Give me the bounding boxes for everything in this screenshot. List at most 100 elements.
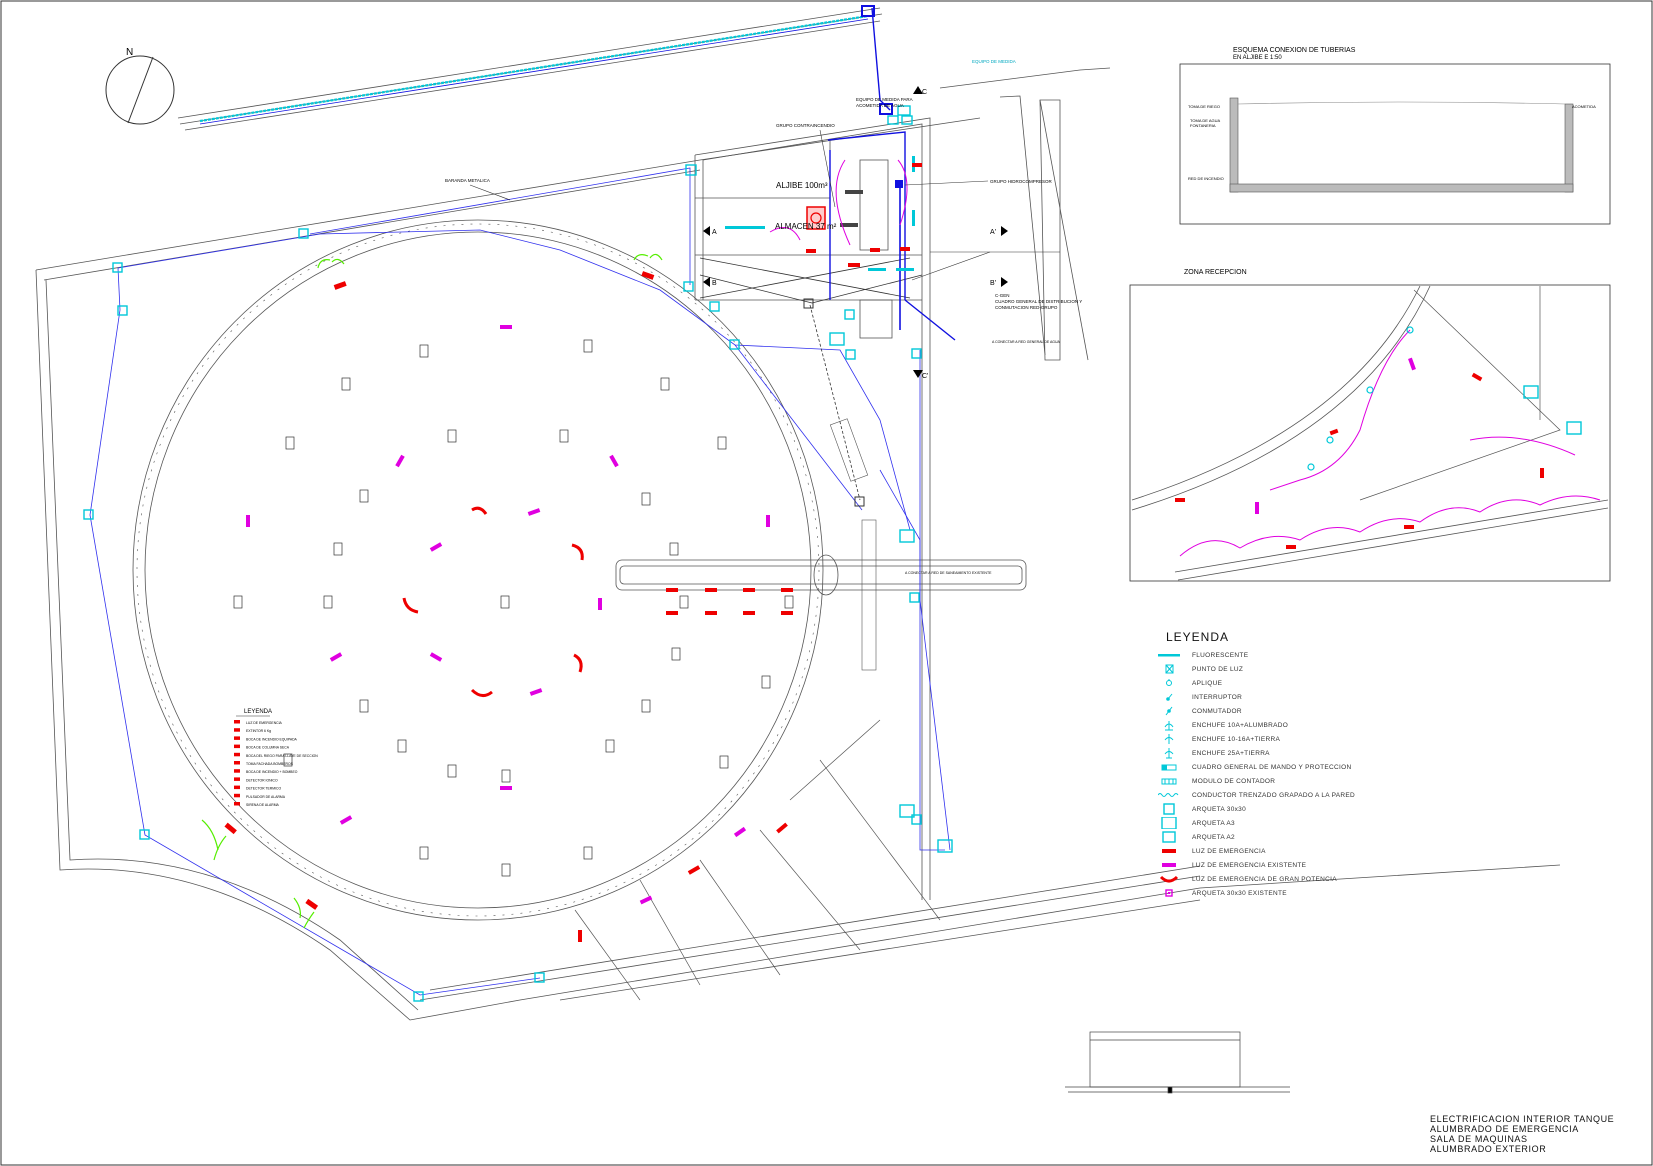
legend-item-label: LUZ DE EMERGENCIA <box>1192 847 1266 855</box>
drawing-title-line: ALUMBRADO DE EMERGENCIA <box>1430 1124 1579 1134</box>
aljibe-label: ALJIBE 100m³ <box>776 181 828 190</box>
plan-legend-item-label: LUZ DE EMERGENCIA <box>246 721 283 725</box>
legend-item-label: ARQUETA 30x30 EXISTENTE <box>1192 889 1287 897</box>
legend-item-label: LUZ DE EMERGENCIA EXISTENTE <box>1192 861 1307 869</box>
site-boundary <box>35 117 1561 1021</box>
plan-legend-item-label: BOCA DEL RIEGO PARA LLAVE DE SECCION <box>246 754 318 758</box>
legend-item: ARQUETA 30x30 <box>1158 802 1418 816</box>
elevation-detail <box>1065 1031 1290 1094</box>
plan-legend-symbol-icon <box>234 728 240 732</box>
fire-pump-group-icon <box>806 206 826 230</box>
stairs <box>829 418 877 671</box>
manhole-30-icon <box>1158 803 1180 815</box>
meter-label-2: ACOMETIDA DE AGUA <box>856 103 904 108</box>
plan-legend-symbol-icon <box>234 736 240 740</box>
plan-legend-symbol-icon <box>234 777 240 781</box>
socket-25a-icon <box>1158 747 1180 759</box>
socket-10a-lighting-icon <box>1158 719 1180 731</box>
svg-text:A: A <box>712 229 717 236</box>
svg-text:TOMA DE AGUA: TOMA DE AGUA <box>1190 118 1220 123</box>
north-perimeter-wall <box>177 7 883 131</box>
plan-legend-title: LEYENDA <box>244 709 272 715</box>
reception-zone-detail: ZONA RECEPCION <box>1129 269 1611 582</box>
manhole-icon <box>685 164 697 176</box>
plan-legend-item-label: DETECTOR IONICO <box>246 778 278 782</box>
existing-emergency-light-icon <box>1158 859 1180 871</box>
plan-legend-item-label: BOCA DE INCENDIO EQUIPADA <box>246 737 298 741</box>
high-power-emergency-lights <box>402 506 584 697</box>
plan-annotations: ALJIBE 100m³ ALMACEN 37 m² GRUPO CONTRAI… <box>445 59 1082 575</box>
connect-water-label: A CONECTAR A RED GENERAL DE AGUA <box>992 340 1061 344</box>
manholes <box>83 105 953 1002</box>
manhole-icon <box>534 972 545 983</box>
legend-item-label: ARQUETA A3 <box>1192 819 1235 827</box>
svg-text:FONTANERIA: FONTANERIA <box>1190 123 1216 128</box>
legend-item-label: ENCHUFE 25A+TIERRA <box>1192 749 1270 757</box>
manhole-a3-icon <box>1158 816 1180 830</box>
cgen-label-3: CONMUTACION RED-GRUPO <box>995 305 1058 310</box>
legend-title: LEYENDA <box>1166 630 1230 644</box>
sewage-manhole-icon <box>854 496 865 507</box>
cgen-label-2: CUADRO GENERAL DE DISTRIBUCION Y <box>995 299 1082 304</box>
almacen-label: ALMACEN 37 m² <box>775 222 837 231</box>
plan-legend-symbol-icon <box>234 752 240 757</box>
svg-text:A': A' <box>990 229 996 236</box>
legend-item: MODULO DE CONTADOR <box>1158 774 1418 788</box>
east-wall <box>939 67 1111 361</box>
legend-item: ENCHUFE 10A+ALUMBRADO <box>1158 718 1418 732</box>
legend-item: ENCHUFE 25A+TIERRA <box>1158 746 1418 760</box>
svg-text:C': C' <box>922 373 928 380</box>
plan-legend-symbol-icon <box>234 785 240 790</box>
cgen-label-1: C-GEN <box>995 293 1010 298</box>
legend-item-label: MODULO DE CONTADOR <box>1192 777 1276 785</box>
light-point-icon <box>1158 663 1180 675</box>
manhole-icon <box>897 105 911 116</box>
legend-item-label: ARQUETA 30x30 <box>1192 805 1246 813</box>
manhole-icon <box>911 348 922 359</box>
legend-item: LUZ DE EMERGENCIA EXISTENTE <box>1158 858 1418 872</box>
tank-light-points <box>233 339 794 877</box>
plan-legend-symbol-icon <box>234 802 240 806</box>
drawing-title-line: ELECTRIFICACION INTERIOR TANQUE <box>1430 1114 1615 1124</box>
legend-item: CONMUTADOR <box>1158 704 1418 718</box>
meter-label-b: EQUIPO DE MEDIDA <box>972 59 1016 64</box>
panel-icon <box>1158 761 1180 773</box>
drawing-title-line: ALUMBRADO EXTERIOR <box>1430 1144 1547 1154</box>
detail-title-2: EN ALJIBE E 1:50 <box>1233 55 1282 61</box>
detail-title-1: ESQUEMA CONEXION DE TUBERIAS <box>1233 47 1356 54</box>
legend-item-label: CONMUTADOR <box>1192 707 1242 715</box>
manhole-icon <box>899 529 915 543</box>
circular-tank <box>132 219 824 921</box>
legend-item-label: CUADRO GENERAL DE MANDO Y PROTECCION <box>1192 763 1352 771</box>
manhole-icon <box>298 228 309 239</box>
plan-legend-item-label: PULSADOR DE ALARMA <box>246 795 286 799</box>
meter-module-icon <box>1158 775 1180 787</box>
plan-legend-item-label: SIRENA DE ALARMA <box>246 803 280 807</box>
north-arrow-icon: N <box>105 47 175 125</box>
svg-text:TOMA DE RIEGO: TOMA DE RIEGO <box>1188 104 1220 109</box>
meter-box-icon <box>861 5 875 17</box>
manhole-icon <box>844 309 855 320</box>
legend-item-label: FLUORESCENTE <box>1192 651 1249 659</box>
wire-icon <box>1157 789 1180 801</box>
commutator-icon <box>1158 705 1180 717</box>
plan-legend-item-label: DETECTOR TERMICO <box>246 787 281 791</box>
high-power-emergency-icon <box>1158 873 1180 885</box>
section-marks: A A' B B' C C' <box>703 86 1008 380</box>
manhole-icon <box>909 592 920 603</box>
plan-legend-item-label: EXTINTOR 6 Kg <box>246 729 271 733</box>
baranda-label: BARANDA METALICA <box>445 178 490 183</box>
svg-text:ACOMETIDA: ACOMETIDA <box>1572 104 1596 109</box>
sewage-line <box>809 304 861 501</box>
fluorescent-icon <box>1158 649 1180 661</box>
legend-item: LUZ DE EMERGENCIA DE GRAN POTENCIA <box>1158 872 1418 886</box>
legend-item-label: ARQUETA A2 <box>1192 833 1235 841</box>
manhole-icon <box>899 804 915 818</box>
contraincendio-label: GRUPO CONTRAINCENDIO <box>776 123 835 128</box>
exterior-lighting-circuit <box>89 167 951 996</box>
plan-legend-symbol-icon <box>234 720 240 724</box>
svg-text:B': B' <box>990 280 996 287</box>
hydrocompressor-label: GRUPO HIDROCOMPRESOR <box>990 179 1053 184</box>
legend-item: ENCHUFE 10-16A+TIERRA <box>1158 732 1418 746</box>
legend-item-label: ENCHUFE 10-16A+TIERRA <box>1192 735 1281 743</box>
